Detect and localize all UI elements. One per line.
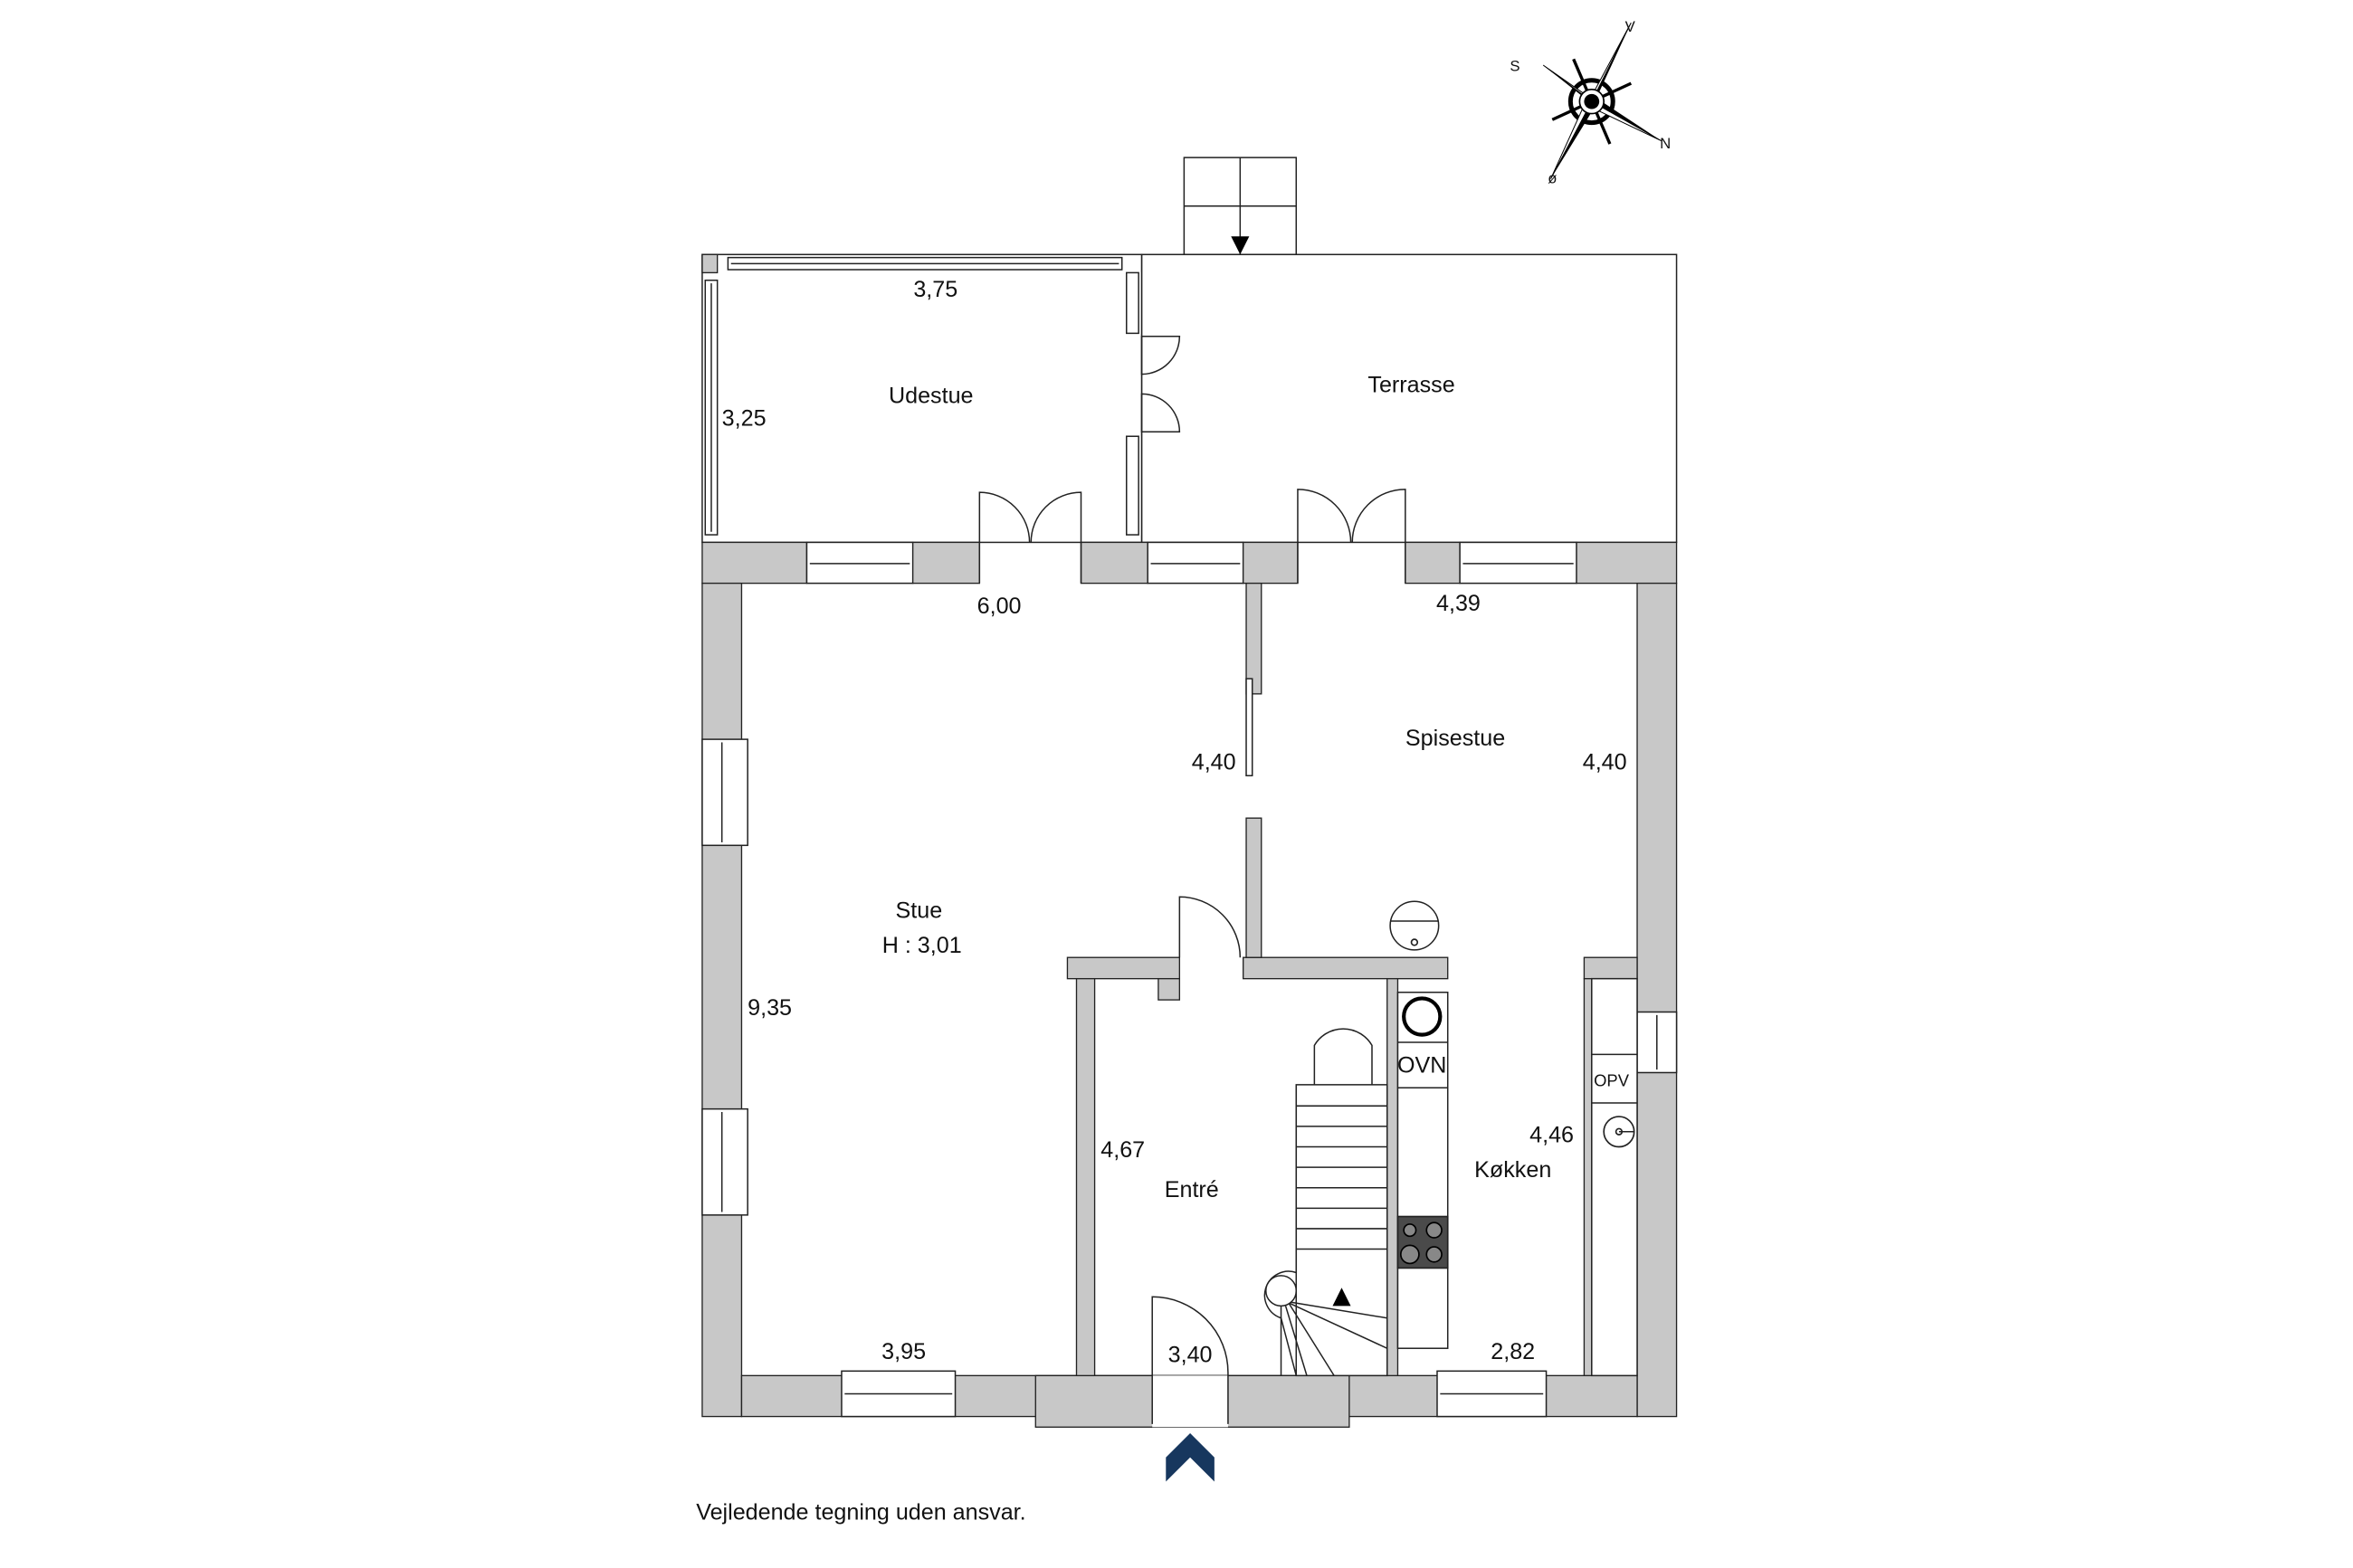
entrance-arrow-icon bbox=[1166, 1432, 1215, 1482]
stair-winder-tread bbox=[1288, 1302, 1335, 1376]
kokken-label: Køkken bbox=[1474, 1157, 1551, 1183]
stue-height: H : 3,01 bbox=[882, 933, 962, 958]
stue-label: Stue bbox=[896, 898, 943, 924]
stue-dim-top: 6,00 bbox=[977, 594, 1022, 619]
terrasse-label: Terrasse bbox=[1367, 373, 1454, 398]
disclaimer-text: Vejledende tegning uden ansvar. bbox=[696, 1499, 1025, 1525]
compass-label-o: ø bbox=[1548, 170, 1557, 187]
spisestue-dim-right: 4,40 bbox=[1583, 750, 1627, 775]
doors bbox=[978, 489, 1406, 1424]
udestue-width: 3,75 bbox=[913, 277, 957, 302]
terrace bbox=[1140, 253, 1678, 544]
stair-up-arrow-icon bbox=[1332, 1288, 1351, 1307]
compass-label-n: N bbox=[1660, 135, 1671, 152]
stair-winder-tread bbox=[1276, 1298, 1387, 1319]
entre-dim-bottom: 3,40 bbox=[1168, 1342, 1213, 1367]
dishwasher-label: OPV bbox=[1594, 1071, 1630, 1090]
kokken-dim-bottom: 2,82 bbox=[1491, 1339, 1535, 1364]
compass-label-v: V bbox=[1625, 18, 1636, 35]
walls bbox=[701, 541, 1678, 1428]
udestue-depth: 3,25 bbox=[722, 406, 767, 432]
spisestue-dim-top: 4,39 bbox=[1436, 591, 1481, 616]
stair-winder-tread bbox=[1288, 1302, 1388, 1349]
kitchen-counter-right: OPV bbox=[1591, 977, 1638, 1377]
spisestue-label: Spisestue bbox=[1405, 726, 1505, 751]
oven-label: OVN bbox=[1397, 1052, 1446, 1078]
compass-label-s: S bbox=[1510, 58, 1519, 75]
extractor-fan-icon bbox=[1402, 996, 1443, 1037]
staircase bbox=[1263, 1028, 1388, 1377]
terrace-step bbox=[1183, 157, 1298, 256]
kitchen-counter-left: OVN bbox=[1396, 991, 1449, 1349]
round-table-icon bbox=[1389, 900, 1440, 951]
compass-rose-icon: V S N ø bbox=[1510, 18, 1671, 186]
room-labels: 3,75 3,25 Udestue Terrasse 6,00 Stue H :… bbox=[722, 277, 1627, 1367]
kokken-dim-side: 4,46 bbox=[1529, 1122, 1574, 1147]
stue-dim-bottom: 3,95 bbox=[881, 1339, 926, 1364]
udestue-label: Udestue bbox=[889, 383, 974, 408]
spisestue-dim-left: 4,40 bbox=[1192, 750, 1236, 775]
entre-label: Entré bbox=[1165, 1177, 1219, 1202]
stair-winder-tread bbox=[1284, 1306, 1308, 1376]
stue-dim-side: 9,35 bbox=[748, 995, 792, 1021]
arrow-down-icon bbox=[1231, 236, 1250, 255]
entre-dim-side: 4,67 bbox=[1100, 1137, 1145, 1163]
